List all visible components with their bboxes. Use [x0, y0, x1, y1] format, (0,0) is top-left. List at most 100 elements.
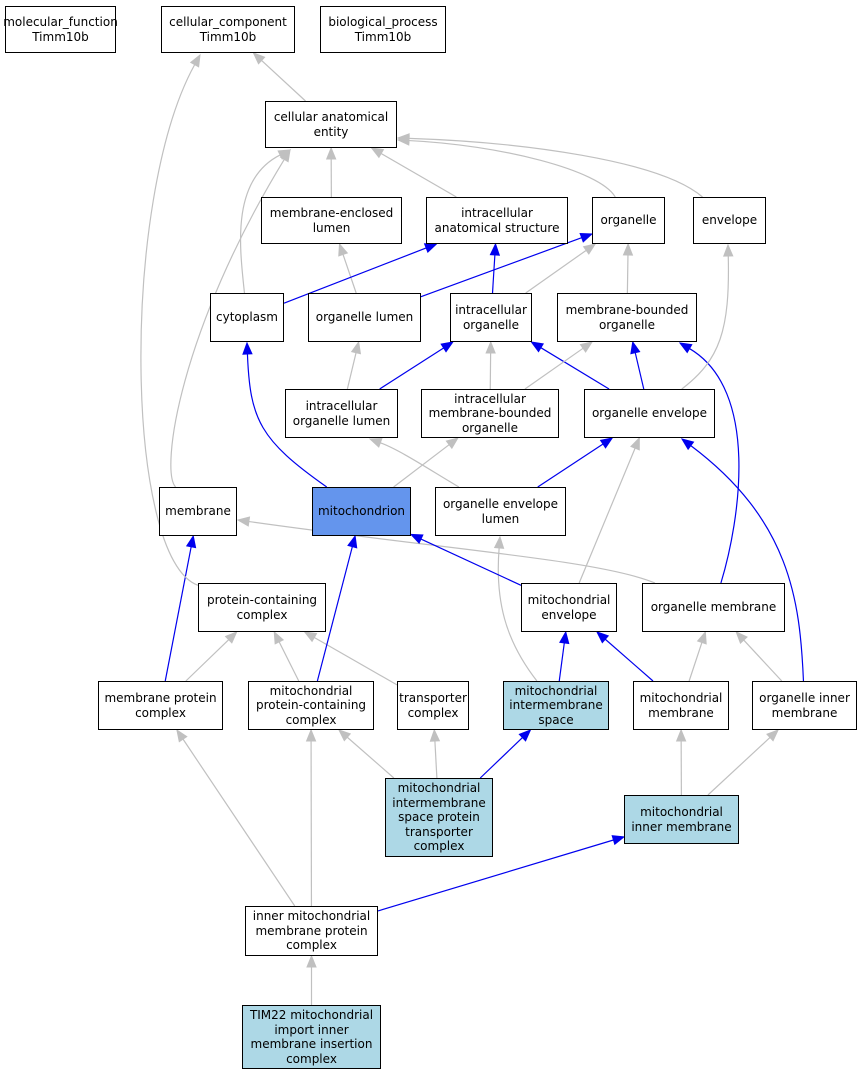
node-label-line: protein-containing — [206, 593, 318, 607]
node-organelle[interactable]: organelle — [592, 197, 665, 244]
edge-inner-mitochondrial-membrane-protein-complex-to-membrane-protein-complex-arrowhead — [176, 728, 188, 743]
node-label-line: intermembrane — [392, 795, 486, 810]
node-label-line: organelle — [461, 420, 519, 435]
node-label-line: complex — [236, 607, 288, 622]
node-label-line: complex — [407, 705, 459, 720]
node-label-line: complex — [135, 705, 186, 720]
edge-mitochondrial-envelope-to-mitochondrion — [420, 538, 522, 586]
node-label-line: complex — [286, 1051, 337, 1066]
edge-organelle-to-cellular-anatomical-entity — [408, 139, 616, 198]
edge-intracellular-organelle-to-intracellular-anatomical-structure — [491, 254, 496, 294]
node-label-line: membrane insertion — [250, 1037, 373, 1051]
edge-inner-mitochondrial-membrane-protein-complex-to-membrane-protein-complex — [182, 738, 296, 907]
node-label-line: entity — [313, 124, 349, 139]
edge-membrane-to-cellular-anatomical-entity — [170, 159, 285, 488]
node-label-line: envelope — [541, 607, 597, 622]
node-label-line: intracellular — [454, 391, 526, 406]
node-label-line: intracellular — [455, 303, 527, 317]
edge-mitochondrion-to-cytoplasm-arrowhead — [242, 341, 253, 355]
node-envelope[interactable]: envelope — [693, 197, 766, 244]
node-organelle-envelope[interactable]: organelle envelope — [584, 389, 715, 438]
edge-transporter-complex-to-protein-containing-complex — [313, 636, 398, 686]
edge-organelle-lumen-to-organelle-arrowhead — [579, 232, 594, 243]
edge-organelle-envelope-to-membrane-bounded-organelle-arrowhead — [630, 340, 641, 355]
edge-membrane-bounded-organelle-to-organelle — [626, 254, 629, 294]
node-label-line: transporter — [399, 691, 467, 705]
edge-envelope-to-cellular-anatomical-entity — [408, 137, 703, 198]
edge-organelle-membrane-to-membrane-arrowhead — [236, 516, 251, 527]
node-label-line: membrane — [648, 705, 714, 720]
node-label-line: mitochondrial — [397, 781, 481, 796]
node-label-line: organelle lumen — [315, 310, 414, 325]
node-label: membrane — [165, 504, 231, 519]
node-label: organelle lumen — [316, 310, 414, 325]
edge-mitochondrial-intermembrane-space-protein-transporter-complex-to-mitochondrial-intermembrane-space-arrowhead — [518, 729, 532, 742]
edge-organelle-envelope-to-intracellular-organelle — [540, 347, 610, 390]
edge-mitochondrion-to-intracellular-membrane-bounded-organelle-arrowhead — [445, 437, 459, 450]
node-mitochondrion[interactable]: mitochondrion — [312, 487, 411, 536]
node-organelle-membrane[interactable]: organelle membrane — [642, 583, 785, 632]
node-label-line: Timm10b — [354, 29, 412, 44]
edge-mitochondrial-intermembrane-space-to-organelle-envelope-lumen — [497, 547, 538, 682]
edge-intracellular-membrane-bounded-organelle-to-membrane-bounded-organelle-arrowhead — [579, 341, 594, 353]
edge-protein-containing-complex-to-cellular-component — [140, 64, 199, 586]
edge-intracellular-anatomical-structure-to-cellular-anatomical-entity — [380, 152, 457, 198]
node-label-line: cellular anatomical — [273, 110, 389, 124]
node-cytoplasm[interactable]: cytoplasm — [210, 293, 284, 342]
node-label-line: complex — [285, 712, 337, 727]
edge-mitochondrial-intermembrane-space-protein-transporter-complex-to-mitochondrial-protein-containing-complex — [346, 736, 395, 779]
edge-mitochondrial-membrane-to-mitochondrial-envelope — [604, 638, 654, 682]
node-organelle-lumen[interactable]: organelle lumen — [308, 293, 421, 342]
edge-envelope-to-cellular-anatomical-entity-arrowhead — [396, 133, 410, 144]
edge-organelle-inner-membrane-to-organelle-envelope — [690, 445, 805, 682]
edge-intracellular-organelle-lumen-to-intracellular-organelle — [379, 347, 444, 390]
edge-mitochondrial-intermembrane-space-protein-transporter-complex-to-transporter-complex — [434, 740, 438, 779]
node-label-line: TIM22 mitochondrial — [249, 1008, 374, 1022]
edge-cellular-anatomical-entity-to-cellular-component — [261, 60, 306, 102]
node-label-line: mitochondrial — [514, 683, 598, 698]
node-label-line: inner membrane — [631, 819, 732, 834]
edge-mitochondrial-protein-containing-complex-to-mitochondrion-arrowhead — [347, 534, 358, 549]
edge-intracellular-organelle-to-organelle-arrowhead — [582, 243, 597, 255]
edge-membrane-to-cellular-anatomical-entity-arrowhead — [279, 148, 291, 163]
node-label: organelle membrane — [651, 600, 777, 615]
edge-mitochondrial-protein-containing-complex-to-mitochondrion — [316, 546, 353, 682]
edge-mitochondrial-intermembrane-space-protein-transporter-complex-to-transporter-complex-arrowhead — [429, 728, 441, 742]
edge-cytoplasm-to-intracellular-anatomical-structure-arrowhead — [423, 243, 438, 254]
node-membrane[interactable]: membrane — [159, 487, 237, 536]
edge-mitochondrial-membrane-to-mitochondrial-envelope-arrowhead — [596, 631, 610, 644]
node-label-line: transporter — [405, 824, 473, 839]
